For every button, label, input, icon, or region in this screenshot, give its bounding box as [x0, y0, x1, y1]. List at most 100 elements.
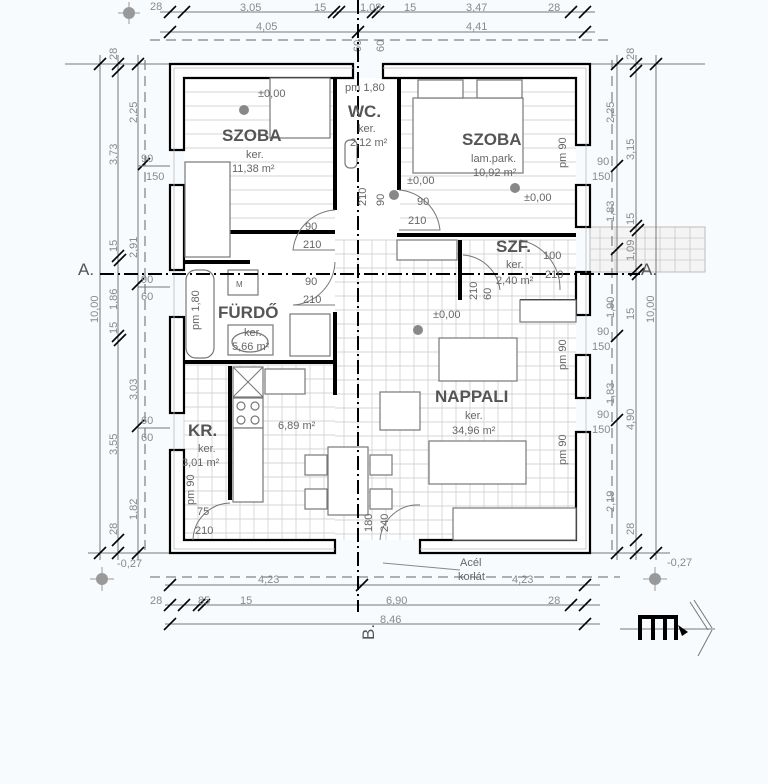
level-marker-icon	[239, 105, 520, 335]
porch-paving	[589, 226, 706, 273]
door-width: 90	[375, 194, 387, 206]
doors	[192, 189, 561, 541]
dim-left: 1,86	[108, 289, 120, 310]
washing-machine-label: M	[236, 280, 243, 289]
dim-top: 3,47	[466, 2, 487, 14]
section-a-left-label: A.	[78, 260, 94, 279]
annotation-text: Acél	[460, 557, 481, 569]
dim-right: 28	[625, 48, 637, 60]
window-note: pm 90	[557, 339, 569, 370]
dim-top: 4,05	[256, 21, 277, 33]
door-height: 210	[195, 525, 213, 537]
door-width: 100	[543, 250, 561, 262]
door-swing[interactable]	[519, 239, 561, 291]
dim-left: 3,73	[108, 144, 120, 165]
room-szoba-2: SZOBA lam.park. 10,92 m²	[462, 130, 522, 179]
door-swing[interactable]	[192, 502, 231, 541]
dim-right: 4,90	[625, 409, 637, 430]
door-width: 90	[417, 196, 429, 208]
dim-right: 15	[625, 308, 637, 320]
door-swing[interactable]	[398, 189, 441, 231]
room-name: FÜRDŐ	[218, 303, 278, 322]
level-label: ±0,00	[258, 88, 285, 100]
level-label: ±0,00	[524, 192, 551, 204]
shower	[289, 313, 331, 357]
annotation-leader	[382, 562, 461, 571]
dim-left: 15	[108, 322, 120, 334]
dim-top: 60	[375, 40, 387, 52]
dim-right: 1,90	[605, 297, 617, 318]
dim-opening: 90	[141, 153, 153, 165]
dim-bottom: 28	[150, 595, 162, 607]
dim-left: 2,25	[128, 102, 140, 123]
right-dimensions: 2,25 1,83 1,90 1,83 2,19 28 3,15 15 1,09…	[589, 48, 706, 591]
dim-top: 4,41	[466, 21, 487, 33]
dim-bottom: 4,23	[512, 574, 533, 586]
level-marker-icon	[90, 567, 114, 591]
room-area: 34,96 m²	[452, 425, 496, 437]
dim-right: 28	[625, 523, 637, 535]
room-konyha: 6,89 m²	[278, 420, 316, 432]
room-floor: ker.	[465, 410, 483, 422]
room-area: 5,66 m²	[232, 341, 270, 353]
dim-right: 10,00	[645, 295, 657, 323]
sofa-large	[428, 440, 527, 485]
section-a-right-label: A.	[641, 260, 657, 279]
dim-opening: 60	[141, 415, 153, 427]
north-arrow-icon	[620, 599, 715, 657]
bathtub	[185, 269, 215, 359]
dim-opening: 150	[592, 341, 610, 353]
dim-bottom: 85	[198, 595, 210, 607]
dim-left: 15	[108, 240, 120, 252]
room-nappali: NAPPALI ker. 34,96 m²	[435, 387, 508, 437]
room-area: 2,40 m²	[496, 275, 534, 287]
dim-left: 2,91	[128, 237, 140, 258]
door-width: 90	[305, 221, 317, 233]
kitchen-counter	[232, 427, 264, 503]
door-height: 210	[545, 269, 563, 281]
dim-top: 28	[150, 1, 162, 13]
dim-top: 1,08	[360, 2, 381, 14]
room-floor: ker.	[198, 443, 216, 455]
top-dimensions: 28 3,05 15 1,08 15 3,47 28 4,05 4,41 60 …	[118, 1, 610, 52]
room-kamra: KR. ker. 3,01 m² pm 90	[182, 421, 220, 505]
door-width: 180	[363, 514, 375, 532]
door-height: 210	[357, 188, 369, 206]
room-area: 3,01 m²	[182, 457, 220, 469]
room-floor: lam.park.	[471, 153, 516, 165]
room-floor: ker.	[246, 149, 264, 161]
level-label: ±0,00	[407, 175, 434, 187]
door-height: 210	[408, 215, 426, 227]
door-height: 210	[303, 239, 321, 251]
dim-top: 15	[404, 2, 416, 14]
room-note: pm 1,80	[345, 82, 385, 94]
door-swing[interactable]	[462, 254, 501, 291]
dim-bottom: 8,46	[380, 614, 401, 626]
dim-opening: 90	[597, 156, 609, 168]
sofa	[438, 337, 518, 382]
room-name: KR.	[188, 421, 217, 440]
dim-opening: 60	[141, 432, 153, 444]
room-area: 6,89 m²	[278, 420, 316, 432]
door-swing[interactable]	[379, 504, 421, 541]
door-height: 210	[468, 282, 480, 300]
dim-right: 1,83	[605, 201, 617, 222]
room-floor: ker.	[358, 123, 376, 135]
level-marker-icon	[118, 2, 140, 24]
bottom-dimensions: 4,23 4,23 28 85 15 6,90 28 8,46 Acél kor…	[150, 557, 715, 657]
wardrobe	[519, 299, 577, 323]
dim-top: 3,05	[240, 2, 261, 14]
door-height: 240	[379, 514, 391, 532]
dim-top: 28	[548, 2, 560, 14]
door-swing[interactable]	[292, 209, 336, 251]
shelf	[396, 239, 458, 261]
door-swing[interactable]	[292, 261, 336, 306]
door-width: 75	[197, 506, 209, 518]
bed-double	[412, 97, 524, 174]
dim-bottom: 15	[240, 595, 252, 607]
room-floor: ker.	[244, 327, 262, 339]
door-width: 60	[482, 288, 494, 300]
room-name: SZOBA	[462, 130, 522, 149]
dim-bottom: 4,23	[258, 574, 279, 586]
level-label: -0,27	[117, 558, 142, 570]
